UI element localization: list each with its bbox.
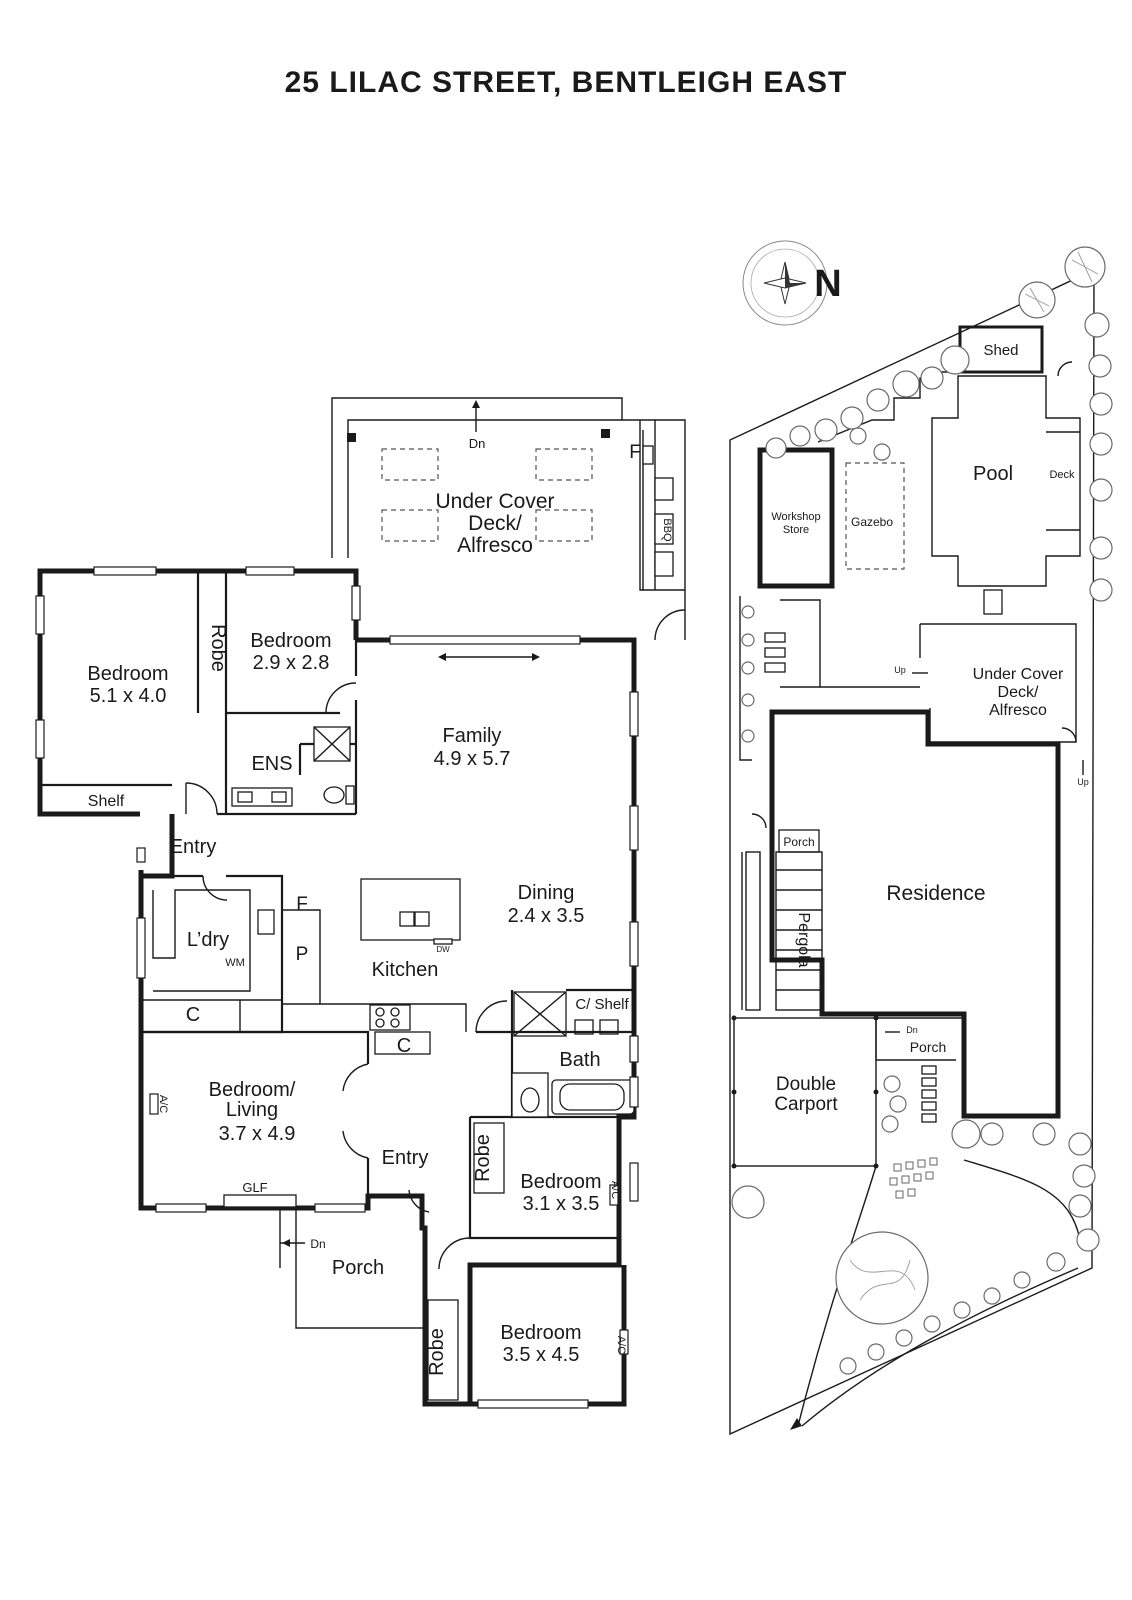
bedroom2-name: Bedroom [250,630,331,652]
wm-label: WM [225,957,245,969]
site-dn-label: Dn [906,1025,918,1035]
alfresco-f-label: F [629,442,641,463]
workshop-outline [757,447,835,589]
bedroom4-name: Bedroom [500,1322,581,1344]
pantry-label: P [296,944,309,965]
glf-label: GLF [242,1180,267,1195]
dw-label: DW [436,945,450,954]
alfresco-dn-label: Dn [469,436,486,451]
cupboard2-label: C [397,1035,411,1057]
pool-outline [931,375,1081,587]
interior-walls [40,571,635,1401]
laundry-label: L’dry [187,929,229,951]
porch-label: Porch [332,1257,384,1279]
residence-label: Residence [886,882,985,905]
entry2-label: Entry [382,1147,429,1169]
family-size: 4.9 x 5.7 [434,748,511,770]
trees [731,246,1113,1375]
ac3-label: A/C [615,1336,627,1354]
bedroom3-name: Bedroom [520,1171,601,1193]
site-porch2-label: Porch [910,1039,947,1055]
porch-dn-label: Dn [310,1237,325,1251]
bath-label: Bath [559,1049,600,1071]
pool-label: Pool [973,463,1013,485]
bedroom-living-label: Bedroom/Living [209,1079,296,1121]
kitchen-label: Kitchen [372,959,439,981]
deck-label: Deck [1049,469,1075,481]
robe1-label: Robe [207,624,229,672]
property-title: 25 LILAC STREET, BENTLEIGH EAST [285,66,848,99]
shed-label: Shed [983,342,1018,359]
alfresco-deck [331,397,686,641]
up2-label: Up [1077,777,1089,787]
bedroom1-name: Bedroom [87,663,168,685]
north-label: N [814,263,841,305]
bedroom1-size: 5.1 x 4.0 [90,685,167,707]
gazebo-label: Gazebo [851,515,893,529]
shelf-label: Shelf [88,793,125,810]
windows [35,566,639,1409]
dining-size: 2.4 x 3.5 [508,905,585,927]
cupboard1-label: C [186,1004,200,1026]
robe2-label: Robe [472,1134,494,1182]
bedroom2-size: 2.9 x 2.8 [253,652,330,674]
bedroom3-size: 3.1 x 3.5 [523,1193,600,1215]
ac2-label: A/C [609,1181,621,1199]
residence-outline [769,709,1061,1119]
bedroom-living-size: 3.7 x 4.9 [219,1123,296,1145]
pergola-label: Pergola [795,912,812,967]
fridge-label: F [296,894,308,915]
site-porch1-label: Porch [783,835,814,849]
cupboard-shelf-label: C/ Shelf [575,996,629,1013]
entry1-label: Entry [170,836,217,858]
ens-label: ENS [251,753,292,775]
compass-icon: N [742,240,842,326]
gazebo-outline [845,462,905,570]
ac-label: A/C [157,1095,169,1113]
dining-name: Dining [518,882,575,904]
bedroom4-size: 3.5 x 4.5 [503,1344,580,1366]
bbq-label: BBQ [661,518,673,542]
up1-label: Up [894,665,906,675]
robe3-label: Robe [426,1328,448,1376]
family-name: Family [443,725,502,747]
